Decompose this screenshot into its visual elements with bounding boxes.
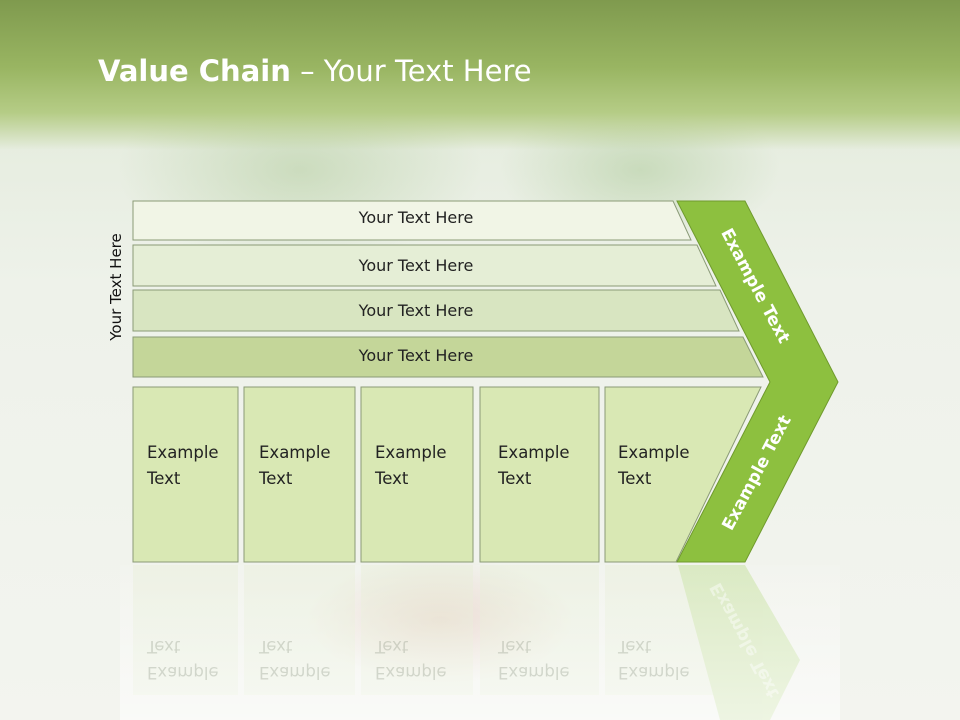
cell-line1: Example: [618, 443, 690, 462]
cell-box-5: [604, 386, 762, 563]
cell-line1: Example: [498, 443, 570, 462]
cell-line1: Example: [375, 443, 447, 462]
title-bold: Value Chain: [98, 54, 291, 88]
cell-line1: Example: [259, 443, 331, 462]
reflection-fade: [120, 565, 840, 720]
cell-reflection-text: Example Text: [618, 633, 690, 685]
cell-box-2: [243, 386, 356, 563]
cell-line2: Text: [259, 637, 293, 656]
row-bar-1: [132, 200, 692, 241]
cell-box-4: [479, 386, 600, 563]
cell-box-1: [132, 386, 239, 563]
cell-reflection-text: Example Text: [147, 633, 219, 685]
cell-line2: Text: [375, 637, 409, 656]
row-label-1: Your Text Here: [358, 208, 474, 227]
cell-reflection-text: Example Text: [375, 633, 447, 685]
cell-line1: Example: [259, 663, 331, 682]
row-bar-4: [132, 336, 764, 378]
cell-line1: Example: [498, 663, 570, 682]
cell-reflection-text: Example Text: [498, 633, 570, 685]
cell-line2: Text: [498, 637, 532, 656]
cell-line2: Text: [147, 469, 181, 488]
row-label-2: Your Text Here: [358, 256, 474, 275]
cell-box-3: [360, 386, 474, 563]
cell-line2: Text: [618, 469, 652, 488]
row-bar-2: [132, 244, 717, 287]
chevron-arrow: [676, 200, 839, 563]
cell-line1: Example: [618, 663, 690, 682]
row-label-4: Your Text Here: [358, 346, 474, 365]
cell-line2: Text: [147, 637, 181, 656]
cell-reflection-text: Example Text: [259, 633, 331, 685]
cell-line2: Text: [375, 469, 409, 488]
row-label-3: Your Text Here: [358, 301, 474, 320]
page-title: Value Chain – Your Text Here: [98, 54, 532, 88]
cell-line2: Text: [498, 469, 532, 488]
cell-line1: Example: [147, 663, 219, 682]
cell-line2: Text: [618, 637, 652, 656]
cell-line2: Text: [259, 469, 293, 488]
header-band: [0, 0, 960, 150]
title-rest: – Your Text Here: [290, 54, 532, 88]
cell-line1: Example: [375, 663, 447, 682]
cell-line1: Example: [147, 443, 219, 462]
row-bar-3: [132, 289, 740, 332]
